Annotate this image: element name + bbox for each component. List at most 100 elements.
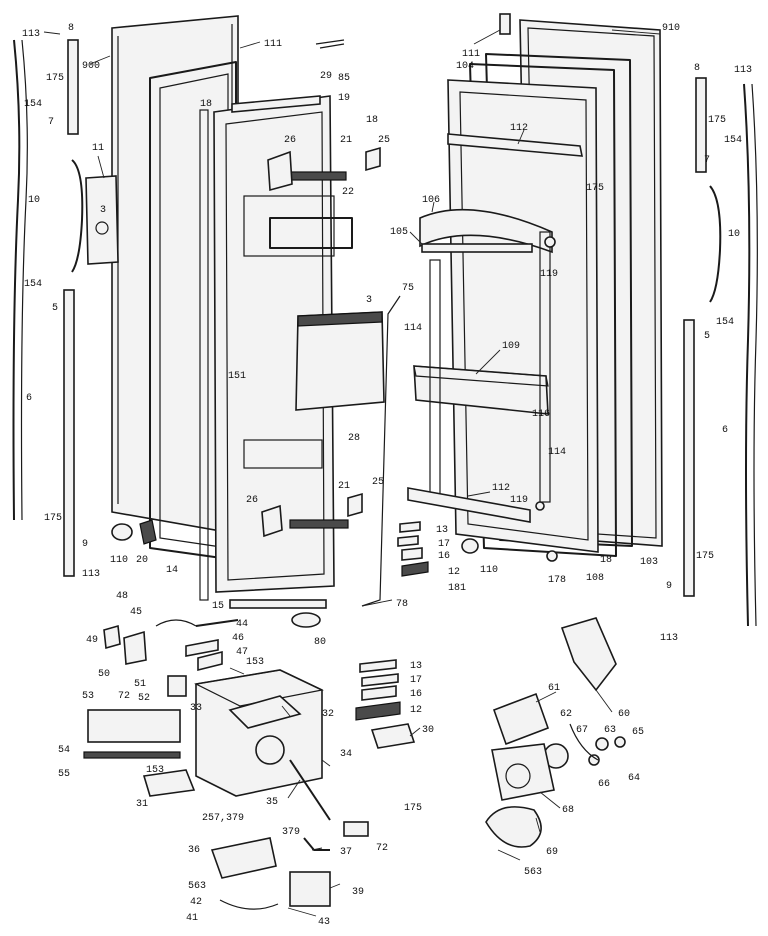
callout-39: 39 bbox=[352, 887, 364, 898]
callout-175-br: 175 bbox=[696, 551, 714, 562]
callout-69: 69 bbox=[546, 847, 558, 858]
callout-14: 14 bbox=[166, 565, 178, 576]
callout-112-top: 112 bbox=[510, 123, 528, 134]
part-72-b bbox=[343, 821, 369, 837]
part-17-a bbox=[397, 535, 419, 547]
callout-10-r: 10 bbox=[728, 229, 740, 240]
hinge-cover-110 bbox=[111, 523, 133, 541]
callout-111-r: 111 bbox=[462, 49, 480, 60]
spring-45 bbox=[155, 619, 197, 627]
shelf-112-bottom bbox=[407, 487, 531, 523]
leader-lines bbox=[43, 29, 661, 917]
callout-5-r: 5 bbox=[704, 331, 710, 342]
callout-18-top: 18 bbox=[200, 99, 212, 110]
callout-910: 910 bbox=[662, 23, 680, 34]
callout-151: 151 bbox=[228, 371, 246, 382]
callout-110-l: 110 bbox=[110, 555, 128, 566]
bottom-trim-15 bbox=[229, 599, 327, 609]
upper-shelf-bin bbox=[243, 195, 335, 257]
plate-12-b bbox=[355, 701, 401, 721]
callout-35: 35 bbox=[266, 797, 278, 808]
cover-30 bbox=[370, 723, 416, 749]
callout-51: 51 bbox=[134, 679, 146, 690]
shelf-rail-21-top bbox=[289, 171, 347, 181]
callout-25-bot: 25 bbox=[372, 477, 384, 488]
top-strip-85 bbox=[231, 95, 321, 113]
callout-20: 20 bbox=[136, 555, 148, 566]
part-64 bbox=[614, 736, 626, 748]
callout-181: 181 bbox=[448, 583, 466, 594]
callout-154-bl: 154 bbox=[24, 279, 42, 290]
lever-46 bbox=[185, 639, 219, 657]
housing-61 bbox=[492, 692, 550, 746]
left-handle-lower-tube bbox=[63, 289, 75, 577]
wire-29 bbox=[315, 39, 345, 49]
callout-175-mr: 175 bbox=[586, 183, 604, 194]
callout-104: 104 bbox=[456, 61, 474, 72]
dispenser-panel-28 bbox=[295, 311, 385, 411]
callout-17-b: 17 bbox=[410, 675, 422, 686]
bracket-25-bottom bbox=[347, 492, 363, 518]
callout-21-bot: 21 bbox=[338, 481, 350, 492]
callout-175-tr: 175 bbox=[708, 115, 726, 126]
part-13-a bbox=[399, 521, 421, 533]
frame-53 bbox=[87, 709, 181, 743]
callout-61: 61 bbox=[548, 683, 560, 694]
callout-8-tr: 8 bbox=[694, 63, 700, 74]
auger-shaft-34 bbox=[289, 759, 331, 821]
wire-37 bbox=[303, 837, 330, 851]
callout-33: 33 bbox=[190, 703, 202, 714]
callout-66: 66 bbox=[598, 779, 610, 790]
callout-114-a: 114 bbox=[404, 323, 422, 334]
callout-119-bot: 119 bbox=[510, 495, 528, 506]
callout-16-b: 16 bbox=[410, 689, 422, 700]
cap-178 bbox=[546, 550, 558, 562]
clip-26-top bbox=[267, 150, 293, 192]
plate-16-b bbox=[361, 685, 397, 701]
callout-12-a: 12 bbox=[448, 567, 460, 578]
freezer-door-assembly bbox=[111, 15, 385, 609]
callout-72-a: 72 bbox=[118, 691, 130, 702]
callout-257: 257,379 bbox=[202, 813, 244, 824]
right-handle-7 bbox=[709, 185, 722, 303]
part-63 bbox=[595, 737, 609, 751]
tube-44 bbox=[195, 619, 239, 627]
middle-small-parts bbox=[291, 295, 558, 628]
callout-5-l: 5 bbox=[52, 303, 58, 314]
callout-15: 15 bbox=[212, 601, 224, 612]
callout-50: 50 bbox=[98, 669, 110, 680]
part-66 bbox=[588, 754, 600, 766]
lever-47 bbox=[197, 650, 223, 672]
ice-dispenser-assembly bbox=[83, 619, 416, 821]
callout-34: 34 bbox=[340, 749, 352, 760]
stud-119-top bbox=[544, 236, 556, 248]
plate-17-b bbox=[361, 673, 399, 687]
callout-563-a: 563 bbox=[188, 881, 206, 892]
callout-72-b: 72 bbox=[376, 843, 388, 854]
callout-21-top: 21 bbox=[340, 135, 352, 146]
right-handle-parts bbox=[683, 77, 758, 627]
callout-175-bot: 175 bbox=[404, 803, 422, 814]
motor-assembly bbox=[485, 617, 626, 848]
part-50 bbox=[123, 630, 147, 665]
callout-30: 30 bbox=[422, 725, 434, 736]
breaker-strip bbox=[199, 109, 209, 601]
callout-55: 55 bbox=[58, 769, 70, 780]
stud-119-bottom bbox=[535, 501, 545, 511]
callout-22: 22 bbox=[342, 187, 354, 198]
callout-37: 37 bbox=[340, 847, 352, 858]
cap-110-right bbox=[461, 538, 479, 554]
shelf-112-top bbox=[447, 133, 583, 157]
callout-46: 46 bbox=[232, 633, 244, 644]
callout-111-l: 111 bbox=[264, 39, 282, 50]
bin-rail-114-right bbox=[539, 231, 551, 503]
callout-110-r: 110 bbox=[480, 565, 498, 576]
callout-154-br: 154 bbox=[716, 317, 734, 328]
callout-78: 78 bbox=[396, 599, 408, 610]
hinge-20 bbox=[139, 519, 157, 545]
part-16-a bbox=[401, 547, 423, 561]
callout-48: 48 bbox=[116, 591, 128, 602]
callout-108: 108 bbox=[586, 573, 604, 584]
callout-60: 60 bbox=[618, 709, 630, 720]
callout-105: 105 bbox=[390, 227, 408, 238]
